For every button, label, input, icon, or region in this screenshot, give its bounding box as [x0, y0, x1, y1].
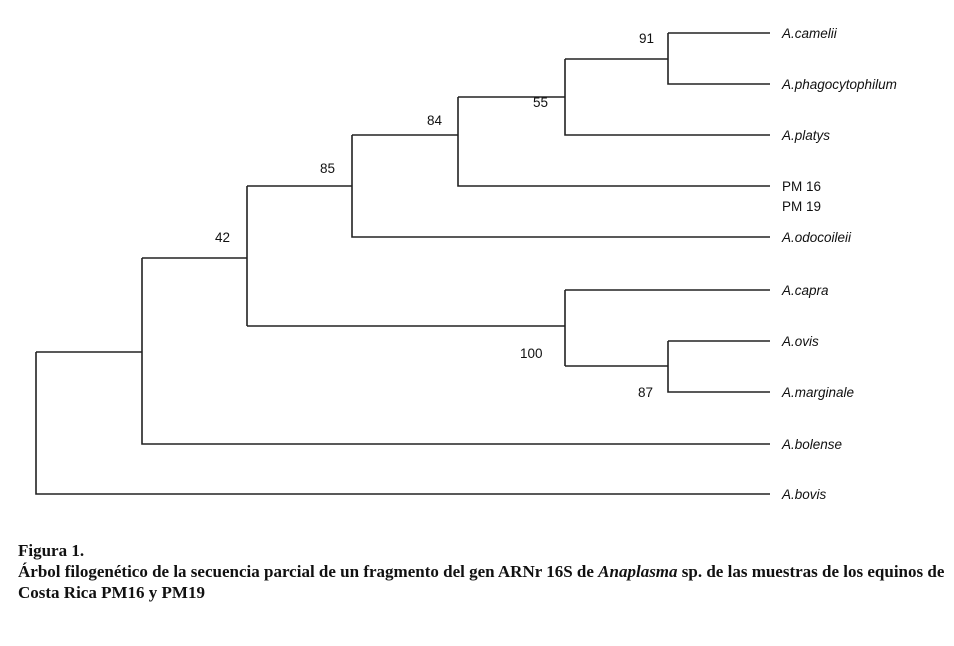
- tree-branches: [35, 32, 770, 495]
- leaf-odocoileii: A.odocoileii: [781, 230, 852, 245]
- branch-node-85-parent: [246, 185, 565, 327]
- bootstrap-100: 100: [520, 346, 543, 361]
- branch-node-87: [667, 340, 770, 393]
- leaf-bolense: A.bolense: [781, 437, 842, 452]
- leaf-phagocytophilum: A.phagocytophilum: [781, 77, 897, 92]
- branch-node-100: [564, 289, 770, 367]
- leaf-platys: A.platys: [781, 128, 830, 143]
- bootstrap-42: 42: [215, 230, 230, 245]
- figure-caption: Figura 1. Árbol filogenético de la secue…: [18, 540, 948, 603]
- leaf-bovis: A.bovis: [781, 487, 827, 502]
- leaf-pm16: PM 16: [782, 179, 821, 194]
- branch-node-84: [457, 96, 770, 187]
- branch-node-55: [564, 58, 770, 136]
- branch-root: [35, 351, 770, 495]
- leaf-ovis: A.ovis: [781, 334, 819, 349]
- bootstrap-85: 85: [320, 161, 335, 176]
- leaf-pm19: PM 19: [782, 199, 821, 214]
- branch-node-91: [667, 32, 770, 85]
- bootstrap-55: 55: [533, 95, 548, 110]
- caption-text-before: Árbol filogenético de la secuencia parci…: [18, 562, 599, 581]
- leaf-capra: A.capra: [781, 283, 829, 298]
- figure-description: Árbol filogenético de la secuencia parci…: [18, 561, 948, 603]
- caption-text-after: sp. de las muestras de los equinos de Co…: [18, 562, 945, 602]
- leaf-marginale: A.marginale: [781, 385, 854, 400]
- bootstrap-87: 87: [638, 385, 653, 400]
- bootstrap-91: 91: [639, 31, 654, 46]
- branch-node-42: [141, 257, 770, 445]
- leaf-camelii: A.camelii: [781, 26, 838, 41]
- bootstrap-84: 84: [427, 113, 443, 128]
- branch-node-85: [351, 134, 770, 238]
- figure-number: Figura 1.: [18, 541, 85, 560]
- phylogenetic-tree: A.camelii A.phagocytophilum A.platys PM …: [35, 26, 897, 502]
- leaf-labels: A.camelii A.phagocytophilum A.platys PM …: [781, 26, 897, 502]
- bootstrap-values: 91 55 84 85 42 100 87: [215, 31, 654, 400]
- caption-genus: Anaplasma: [598, 562, 678, 581]
